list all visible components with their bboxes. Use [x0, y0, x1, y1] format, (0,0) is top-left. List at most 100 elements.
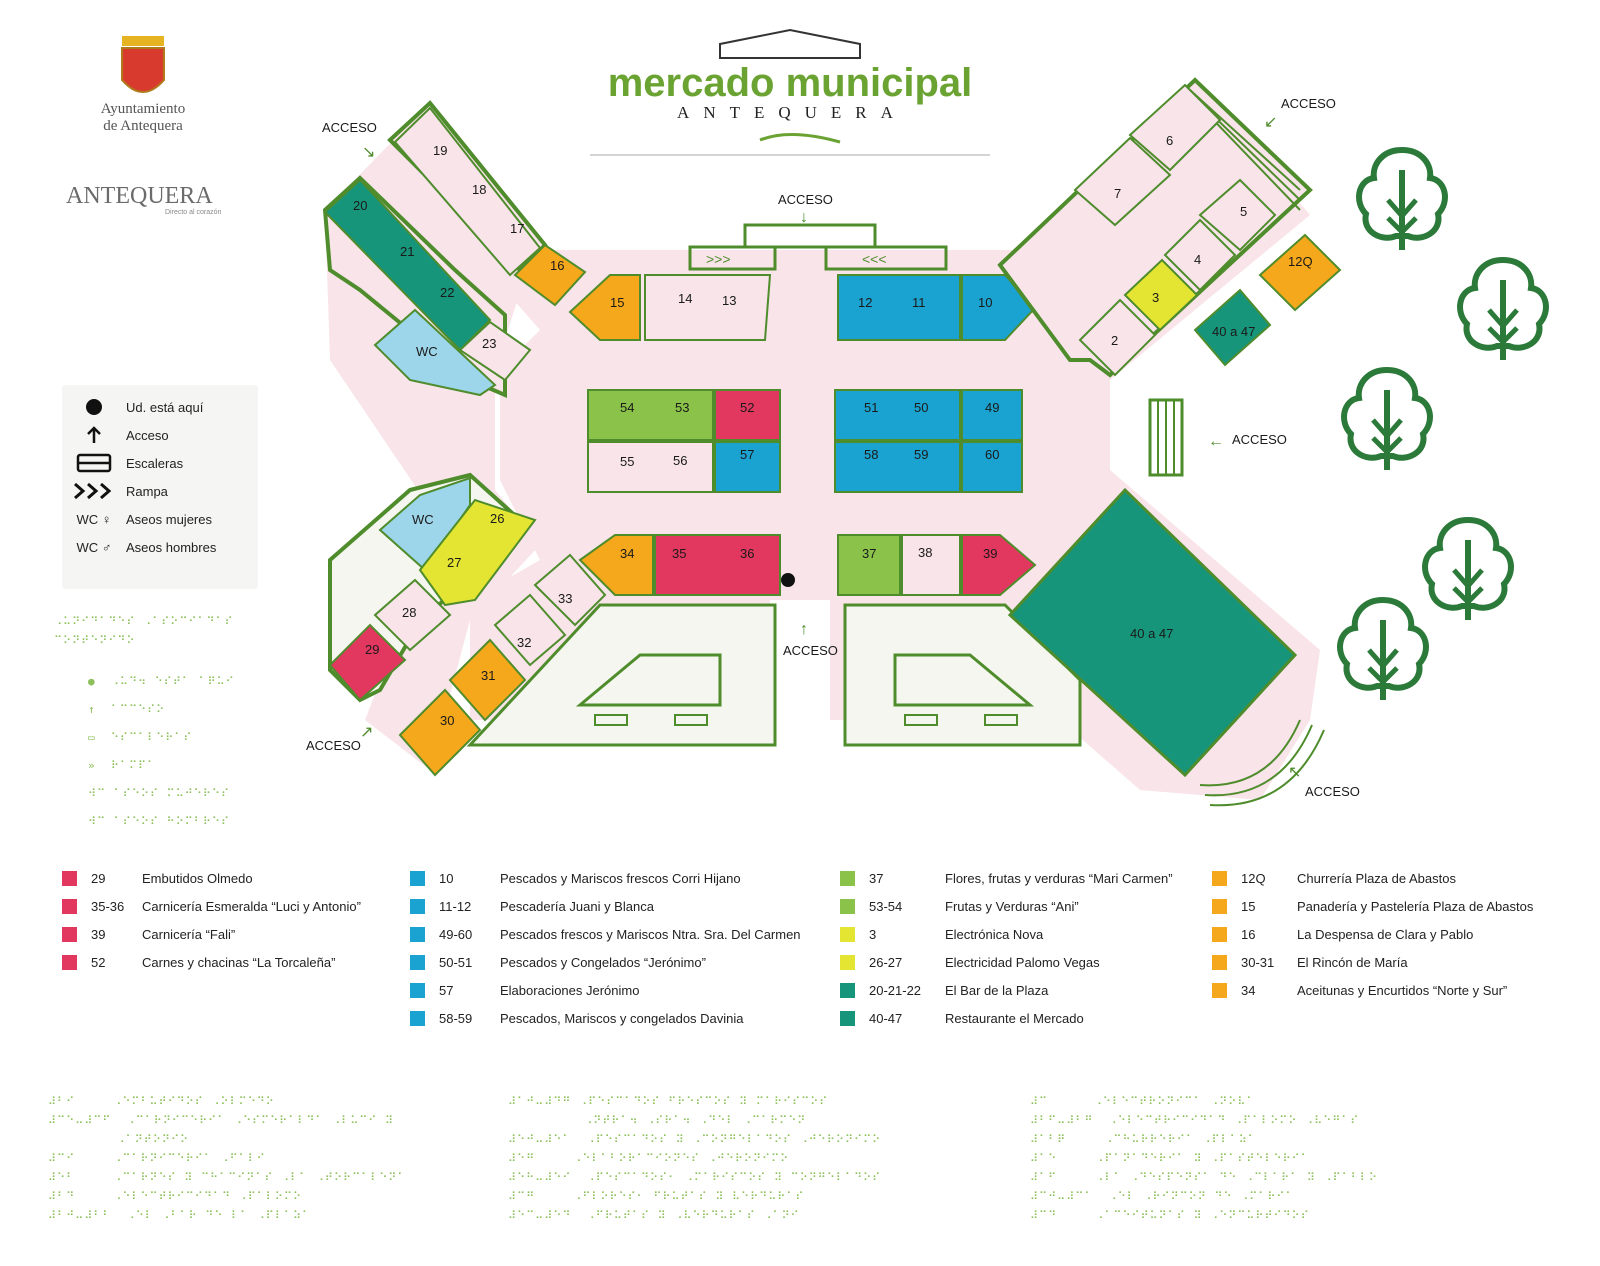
tree-icon	[1460, 260, 1546, 360]
page-title: mercado municipal	[608, 61, 973, 105]
stall-2[interactable]: 2	[1078, 298, 1157, 377]
stall-name: Pescados, Mariscos y congelados Davinia	[500, 1010, 744, 1026]
stall-32[interactable]: 32	[493, 593, 567, 667]
stall-31[interactable]: 31	[448, 638, 527, 722]
stall-number: 52	[91, 954, 106, 970]
stall-name: Restaurante el Mercado	[945, 1010, 1084, 1026]
color-swatch	[410, 954, 425, 970]
svg-text:35: 35	[672, 546, 686, 561]
stall-51-50[interactable]: 51 50	[834, 389, 961, 441]
svg-text:55: 55	[620, 454, 634, 469]
color-swatch	[840, 870, 855, 886]
stall-19-18-17[interactable]: 19 18 17	[393, 106, 542, 277]
stall-number: 53-54	[869, 898, 903, 914]
stall-34[interactable]: 34	[578, 534, 654, 596]
stall-12q[interactable]: 12Q	[1258, 233, 1342, 312]
svg-text:15: 15	[610, 295, 624, 310]
svg-text:ACCESO: ACCESO	[783, 643, 838, 658]
stall-name: Pescados frescos y Mariscos Ntra. Sra. D…	[500, 926, 801, 942]
svg-text:ACCESO: ACCESO	[1281, 96, 1336, 111]
svg-text:26: 26	[490, 511, 504, 526]
svg-text:WC: WC	[416, 344, 438, 359]
stall-23[interactable]: 23	[458, 320, 532, 382]
stall-10[interactable]: 10	[961, 274, 1037, 341]
color-swatch	[840, 898, 855, 914]
svg-text:13: 13	[722, 293, 736, 308]
svg-text:3: 3	[1152, 290, 1159, 305]
stall-37[interactable]: 37	[837, 534, 901, 596]
wing-northeast	[997, 77, 1313, 378]
stall-28[interactable]: 28	[373, 578, 452, 652]
stall-20-21-22[interactable]: 20 21 22	[323, 178, 492, 352]
svg-text:40 a 47: 40 a 47	[1130, 626, 1173, 641]
svg-text:36: 36	[740, 546, 754, 561]
stall-49[interactable]: 49	[961, 389, 1023, 441]
stall-30[interactable]: 30	[398, 688, 482, 777]
stall-3[interactable]: 3	[1123, 258, 1199, 332]
ayuntamiento-line1: Ayuntamiento	[101, 101, 185, 117]
acceso-east: ← ACCESO	[1208, 432, 1287, 450]
svg-text:56: 56	[673, 453, 687, 468]
stall-39[interactable]: 39	[961, 534, 1037, 596]
stall-29[interactable]: 29	[328, 623, 407, 702]
svg-text:5: 5	[1240, 204, 1247, 219]
stall-26-27[interactable]: 26 27	[418, 498, 537, 607]
stall-number: 58-59	[439, 1010, 473, 1026]
svg-text:4: 4	[1194, 252, 1201, 267]
color-swatch	[62, 926, 77, 942]
color-swatch	[1212, 870, 1227, 886]
svg-text:14: 14	[678, 291, 692, 306]
svg-text:7: 7	[1114, 186, 1121, 201]
tree-icon	[1425, 520, 1511, 620]
stall-57[interactable]: 57	[714, 441, 781, 493]
stall-number: 16	[1241, 926, 1256, 942]
svg-text:↓: ↓	[800, 209, 808, 226]
svg-text:18: 18	[472, 182, 486, 197]
stall-12-11[interactable]: 12 11	[837, 274, 961, 341]
stall-name: Flores, frutas y verduras “Mari Carmen”	[945, 870, 1173, 886]
stall-52[interactable]: 52	[714, 389, 781, 441]
you-are-here-marker	[781, 573, 795, 587]
color-swatch	[410, 1010, 425, 1026]
stall-58-59[interactable]: 58 59	[834, 441, 961, 493]
stall-33[interactable]: 33	[533, 553, 607, 627]
wc-south[interactable]: WC	[378, 476, 471, 572]
legend-label: Aseos mujeres	[126, 511, 212, 527]
color-swatch	[840, 926, 855, 942]
wc-men-icon: WC ♂	[76, 539, 112, 555]
stall-4[interactable]: 4	[1163, 218, 1237, 292]
svg-text:53: 53	[675, 400, 689, 415]
dot-icon	[62, 398, 126, 416]
north-entrance-stairs: >>> <<<	[688, 223, 948, 271]
svg-text:ACCESO: ACCESO	[1305, 784, 1360, 799]
stall-35-36[interactable]: 35 36	[654, 534, 781, 596]
stall-40-47-kiosk[interactable]: 40 a 47	[1193, 288, 1272, 367]
stall-name: Embutidos Olmedo	[142, 870, 253, 886]
stall-60[interactable]: 60	[961, 441, 1023, 493]
svg-text:50: 50	[914, 400, 928, 415]
stall-38[interactable]: 38	[901, 534, 961, 596]
stall-name: La Despensa de Clara y Pablo	[1297, 926, 1474, 942]
stall-55-56[interactable]: 55 56	[587, 441, 714, 493]
svg-text:49: 49	[985, 400, 999, 415]
svg-text:11: 11	[912, 295, 926, 310]
title-swoosh	[759, 133, 841, 144]
stall-54-53[interactable]: 54 53	[587, 389, 714, 441]
svg-text:22: 22	[440, 285, 454, 300]
wc-north[interactable]: WC	[373, 308, 497, 397]
stall-15[interactable]: 15	[568, 274, 641, 341]
stall-40-47-restaurant[interactable]: 40 a 47	[1007, 487, 1298, 778]
southwest-courtyard	[466, 603, 777, 747]
stall-7[interactable]: 7	[1073, 136, 1172, 227]
stall-14-13[interactable]: 14 13	[644, 274, 772, 341]
svg-text:ACCESO: ACCESO	[1232, 432, 1287, 447]
stall-6[interactable]: 6	[1128, 83, 1222, 172]
svg-text:10: 10	[978, 295, 992, 310]
stall-16[interactable]: 16	[513, 243, 587, 307]
stall-5[interactable]: 5	[1198, 178, 1277, 252]
